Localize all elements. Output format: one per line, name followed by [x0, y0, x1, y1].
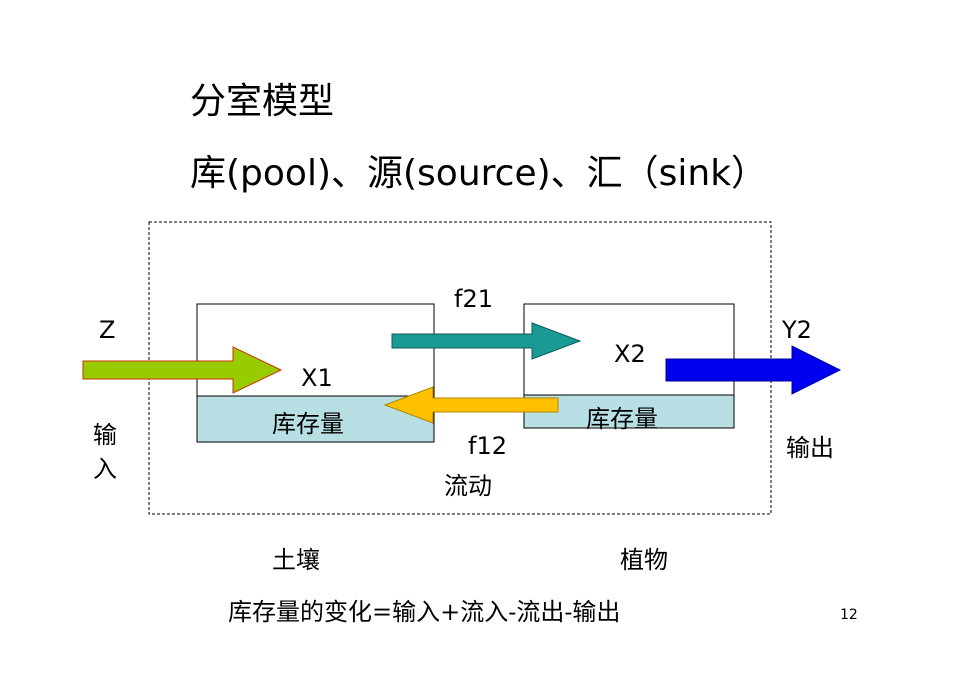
input-text-char-2: 入 — [93, 455, 117, 483]
flow-forward-label: f21 — [454, 285, 493, 313]
flow-text: 流动 — [444, 472, 492, 500]
flow-backward-arrow — [383, 386, 559, 424]
compartment-x2-caption: 植物 — [620, 546, 668, 574]
flow-forward-arrow — [391, 322, 582, 360]
input-text: 输 入 — [93, 418, 123, 486]
output-arrow — [665, 345, 842, 395]
flow-backward-label: f12 — [468, 432, 507, 460]
slide-subtitle: 库(pool)、源(source)、汇（sink） — [190, 153, 768, 194]
slide-title: 分室模型 — [190, 81, 335, 122]
compartment-x2-storage-label: 库存量 — [586, 405, 658, 433]
page-number: 12 — [840, 607, 858, 623]
compartment-x1-label: X1 — [301, 364, 333, 392]
input-text-char-1: 输 — [93, 421, 117, 449]
compartment-x1-caption: 土壤 — [272, 546, 320, 574]
compartment-x2-label: X2 — [614, 340, 646, 368]
output-label: Y2 — [782, 316, 812, 344]
input-arrow — [82, 346, 283, 394]
compartment-x1-storage-label: 库存量 — [272, 410, 344, 438]
output-text: 输出 — [786, 434, 834, 462]
input-label: Z — [99, 316, 116, 344]
equation: 库存量的变化=输入+流入-流出-输出 — [228, 598, 621, 626]
